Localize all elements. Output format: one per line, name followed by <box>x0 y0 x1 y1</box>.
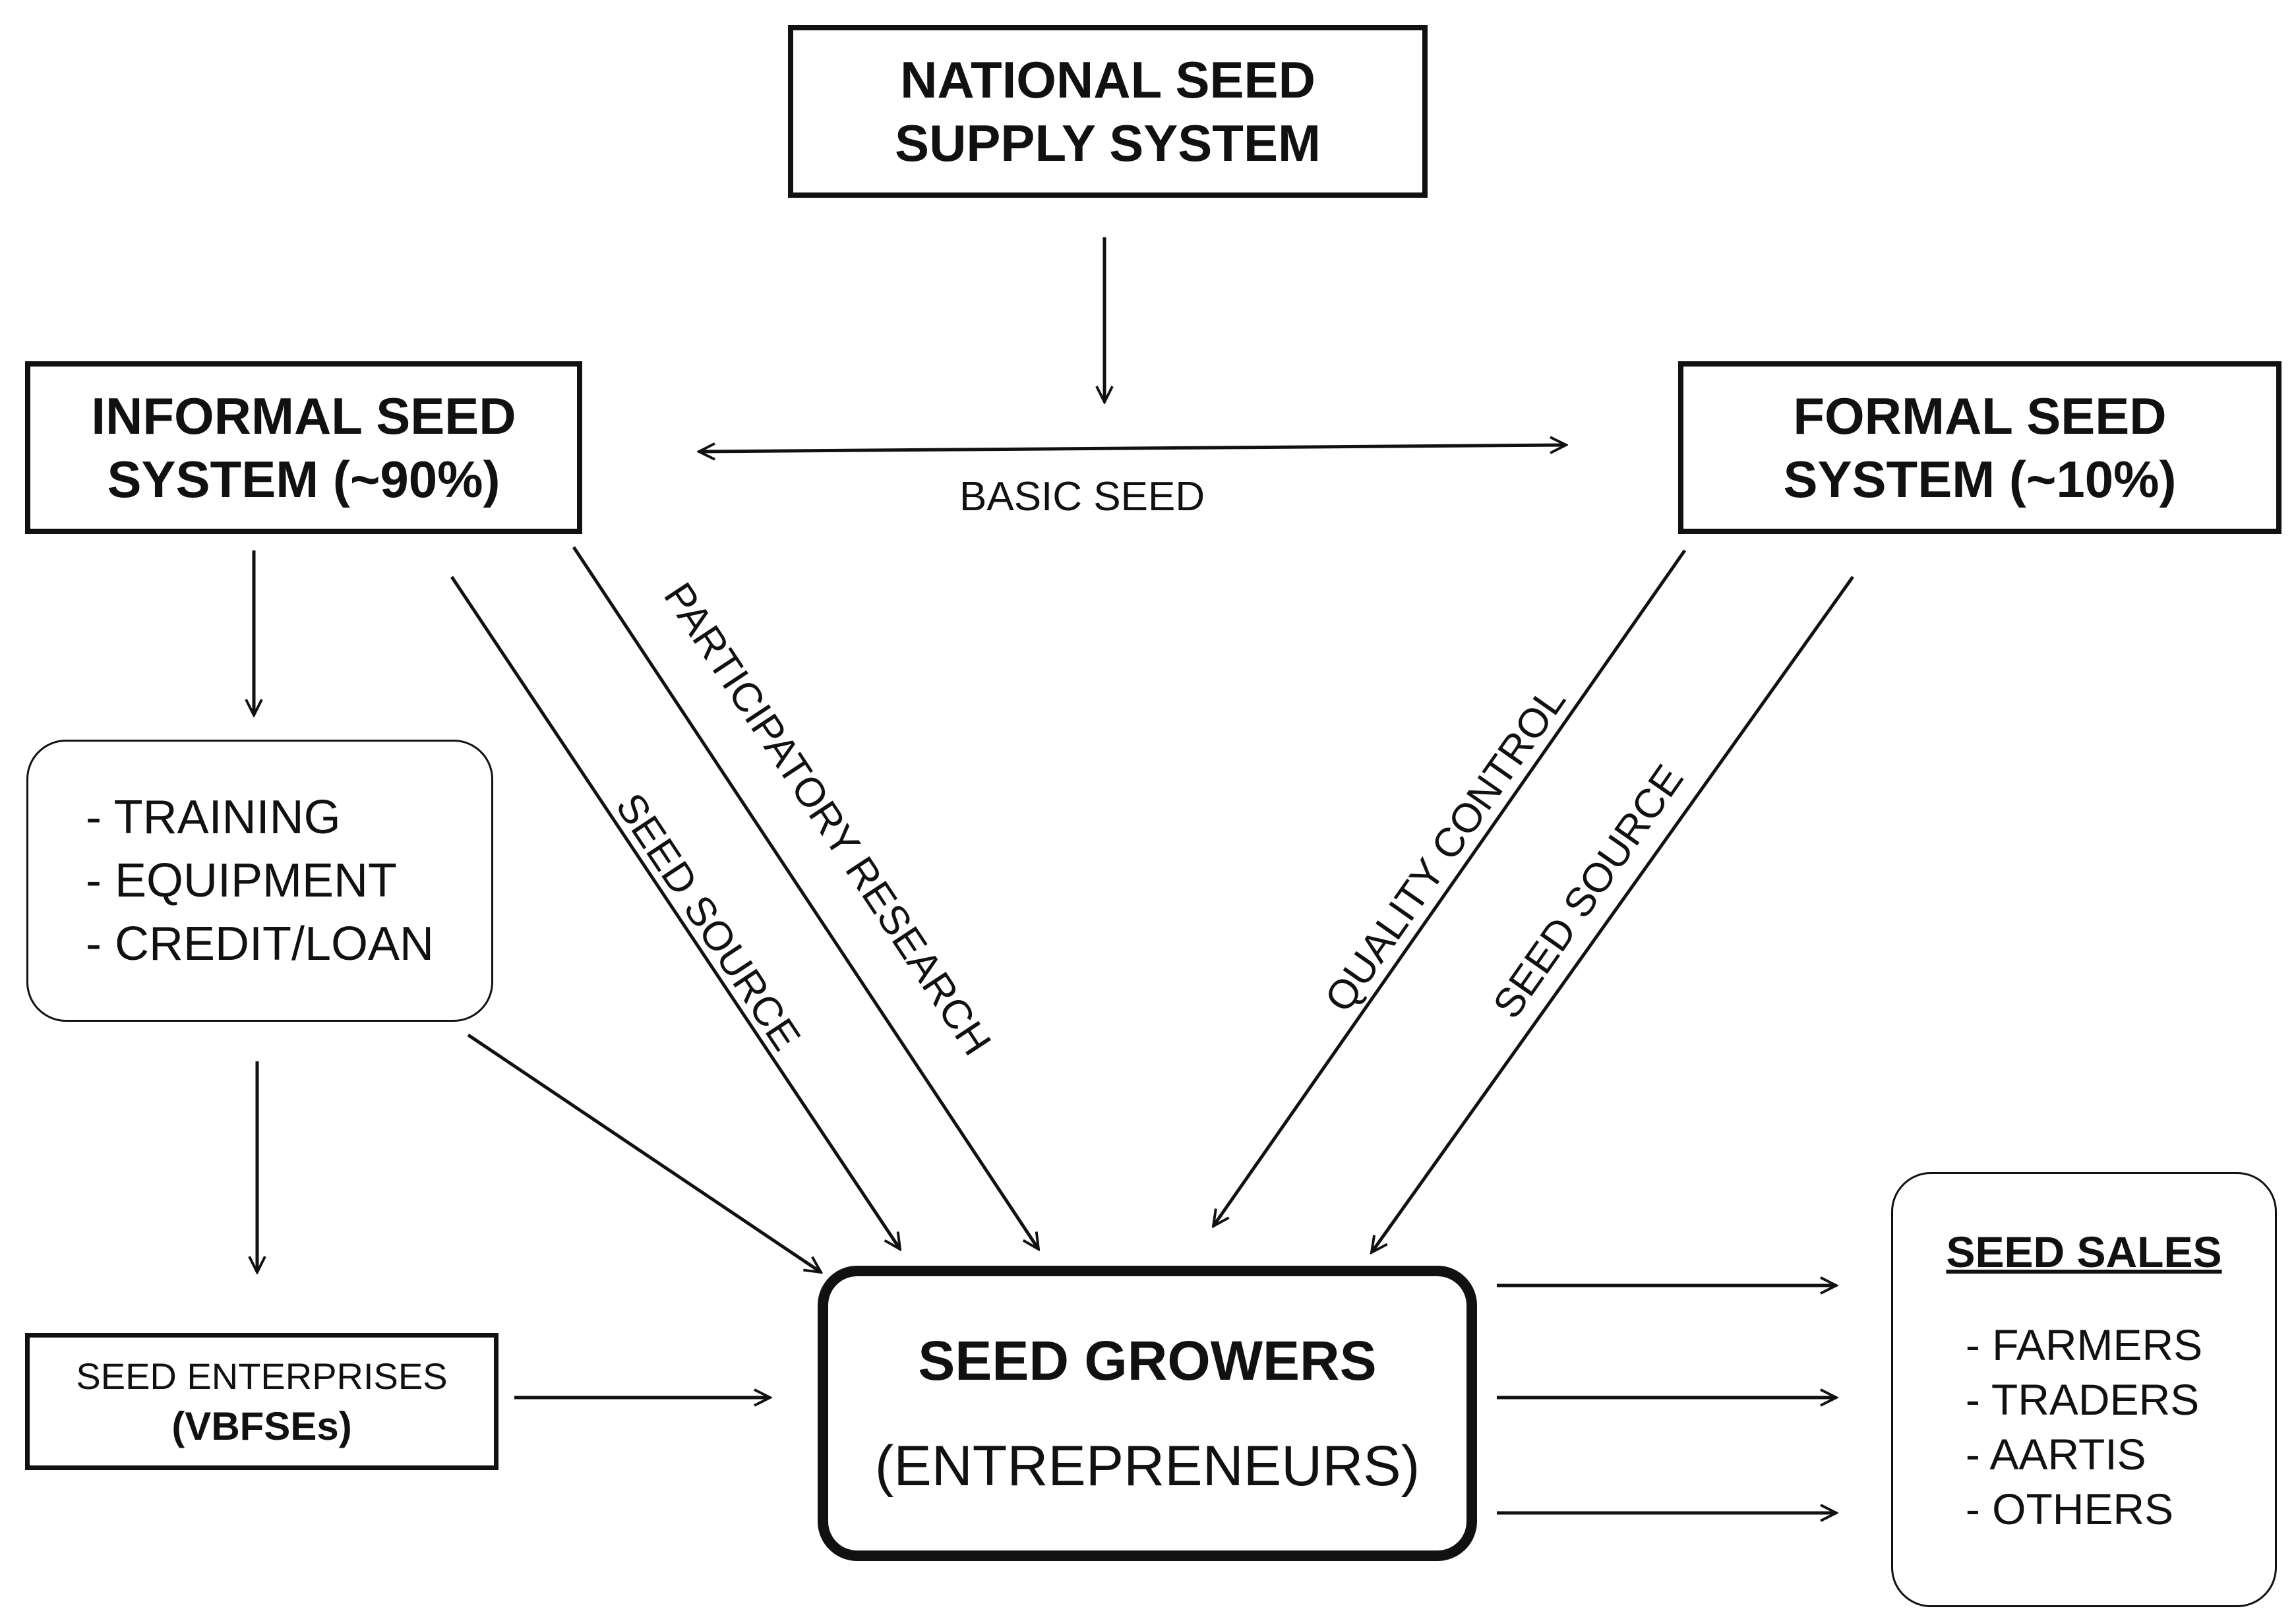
enterprises-line1: SEED ENTERPRISES <box>76 1355 448 1397</box>
support-list: - TRAINING - EQUIPMENT - CREDIT/LOAN <box>86 786 434 976</box>
arrow-basic-seed <box>699 445 1566 452</box>
informal-line2: SYSTEM (~90%) <box>107 450 500 508</box>
support-item-credit: - CREDIT/LOAN <box>85 918 435 970</box>
sales-item-others: - OTHERS <box>1965 1485 2174 1533</box>
sales-item-traders: - TRADERS <box>1965 1375 2200 1424</box>
informal-line1: INFORMAL SEED <box>91 387 516 445</box>
enterprises-line2: (VBFSEs) <box>171 1404 352 1448</box>
support-item-equipment: - EQUIPMENT <box>85 854 397 907</box>
support-item-training: - TRAINING <box>85 791 341 844</box>
seed-growers-box: SEED GROWERS (ENTREPRENEURS) <box>818 1266 1477 1561</box>
growers-subtitle: (ENTREPRENEURS) <box>874 1434 1420 1498</box>
arrow-formal-seed-source <box>1372 575 1855 1253</box>
arrow-support-growers <box>467 1033 821 1272</box>
seed-sales-box: SEED SALES - FARMERS - TRADERS - AARTIS … <box>1891 1172 2277 1607</box>
arrow-informal-seed-source <box>450 575 900 1249</box>
support-box: - TRAINING - EQUIPMENT - CREDIT/LOAN <box>26 740 493 1022</box>
growers-title: SEED GROWERS <box>918 1330 1377 1392</box>
label-basic-seed: BASIC SEED <box>959 474 1205 519</box>
seed-enterprises-box: SEED ENTERPRISES (VBFSEs) <box>25 1333 498 1470</box>
sales-item-aartis: - AARTIS <box>1965 1430 2146 1479</box>
formal-line1: FORMAL SEED <box>1793 387 2167 445</box>
informal-seed-system-box: INFORMAL SEED SYSTEM (~90%) <box>25 361 582 534</box>
national-line1: NATIONAL SEED <box>900 51 1315 109</box>
sales-item-farmers: - FARMERS <box>1965 1320 2203 1369</box>
sales-title: SEED SALES <box>1946 1227 2222 1276</box>
formal-line2: SYSTEM (~10%) <box>1783 450 2177 508</box>
arrow-quality-control <box>1213 549 1687 1226</box>
national-line2: SUPPLY SYSTEM <box>895 114 1321 172</box>
arrow-participatory-research <box>572 546 1039 1249</box>
sales-list: - FARMERS - TRADERS - AARTIS - OTHERS <box>1966 1318 2202 1537</box>
national-seed-supply-box: NATIONAL SEED SUPPLY SYSTEM <box>788 25 1428 198</box>
formal-seed-system-box: FORMAL SEED SYSTEM (~10%) <box>1678 361 2281 534</box>
